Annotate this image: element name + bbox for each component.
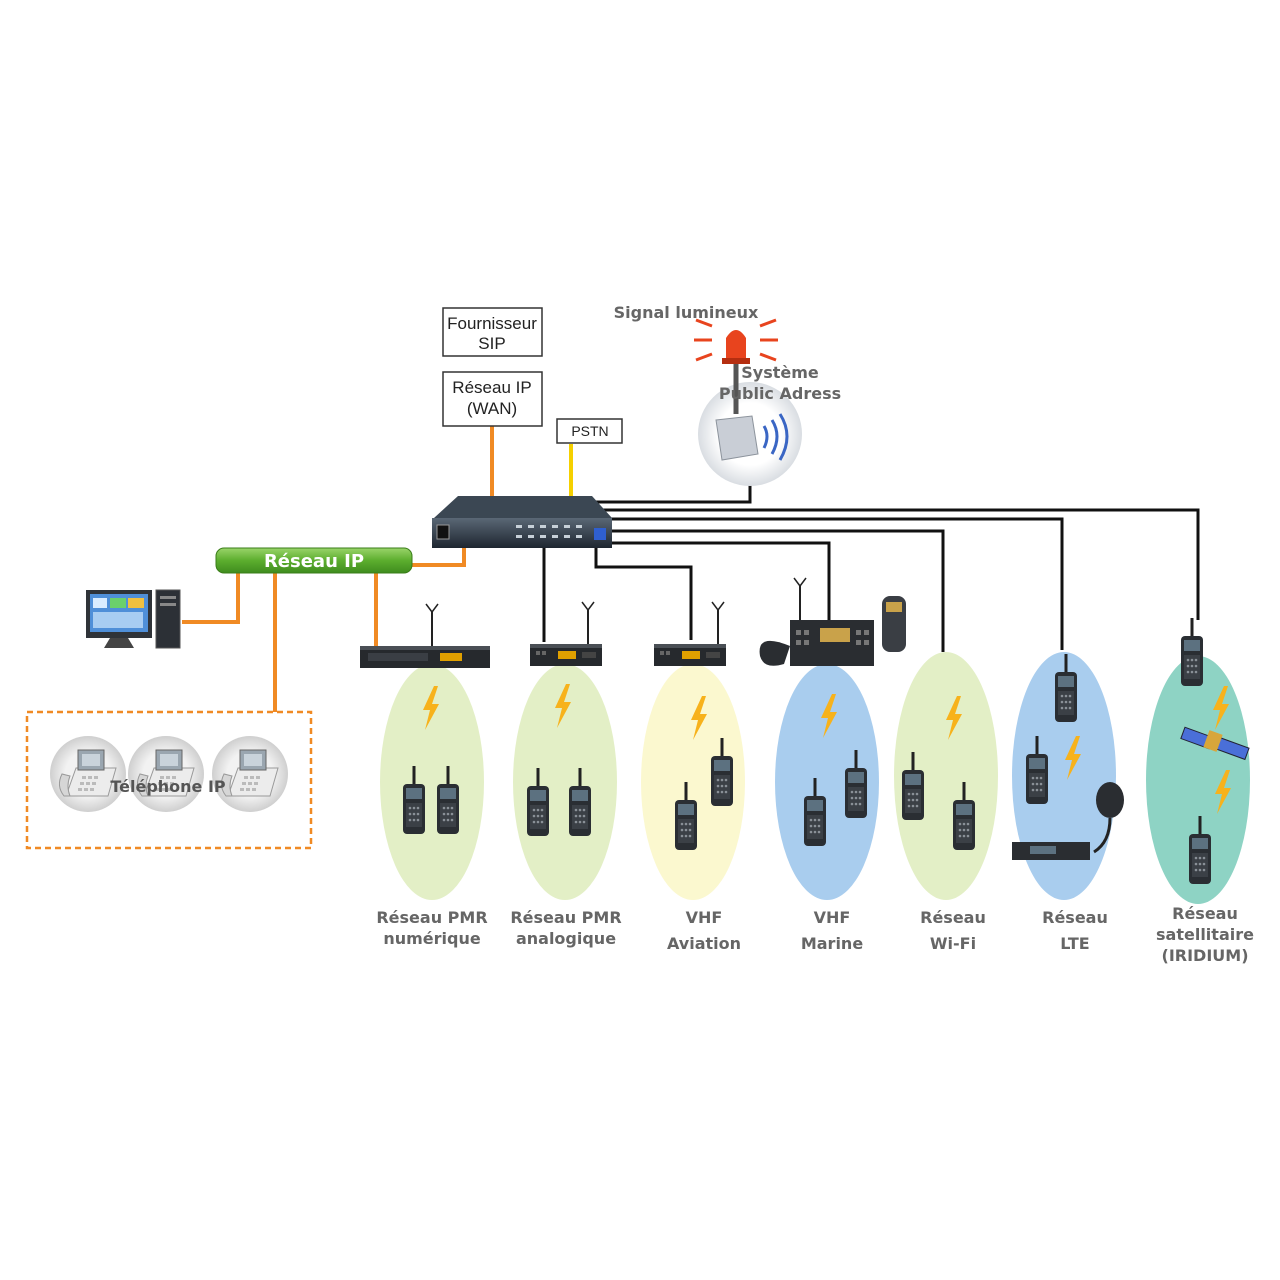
pstn-box-label: PSTN bbox=[571, 423, 608, 439]
wan-box: Réseau IP (WAN) bbox=[442, 371, 543, 427]
sip-box-line-2: SIP bbox=[478, 334, 505, 353]
zone-pmr-num bbox=[380, 664, 484, 900]
network-labels: Réseau PMR numérique Réseau PMR analogiq… bbox=[376, 904, 1254, 965]
label-lte-1: Réseau bbox=[1042, 908, 1108, 927]
pa-label-line-2: Public Adress bbox=[719, 384, 841, 403]
gateway-to-aviation-link bbox=[594, 548, 693, 640]
label-marine-1: VHF bbox=[814, 908, 851, 927]
ip-phone-label: Téléphone IP bbox=[110, 777, 226, 796]
label-wifi-2: Wi-Fi bbox=[930, 934, 976, 953]
dispatch-pc-icon bbox=[86, 589, 181, 649]
zone-marine bbox=[775, 664, 879, 900]
pa-speaker-icon bbox=[698, 382, 802, 486]
zone-aviation bbox=[641, 664, 745, 900]
label-pmr-num-1: Réseau PMR bbox=[376, 908, 487, 927]
ip-network-label: Réseau IP bbox=[264, 551, 364, 572]
pa-label-line-1: Système bbox=[741, 363, 819, 382]
label-wifi-1: Réseau bbox=[920, 908, 986, 927]
gateway-to-ip-link bbox=[410, 546, 466, 567]
label-sat-2: satellitaire bbox=[1156, 925, 1254, 944]
ip-links bbox=[182, 426, 494, 712]
gateway-device-icon bbox=[432, 496, 612, 548]
wan-box-line-2: (WAN) bbox=[467, 399, 517, 418]
label-marine-2: Marine bbox=[801, 934, 863, 953]
ip-phone-group-box bbox=[25, 710, 313, 850]
ip-phone-icon bbox=[49, 735, 289, 813]
gateway-to-wifi-link bbox=[604, 529, 945, 652]
pstn-box: PSTN bbox=[556, 418, 623, 444]
signal-label: Signal lumineux bbox=[614, 303, 759, 322]
label-aviation-1: VHF bbox=[686, 908, 723, 927]
gateway-to-lte-link bbox=[598, 517, 1064, 650]
label-sat-3: (IRIDIUM) bbox=[1162, 946, 1249, 965]
zone-lte bbox=[1012, 652, 1116, 900]
sip-box-line-1: Fournisseur bbox=[447, 314, 537, 333]
gateway-to-sat-link bbox=[590, 508, 1200, 620]
ip-to-pc-link bbox=[182, 572, 240, 624]
label-lte-2: LTE bbox=[1060, 934, 1089, 953]
radio-links bbox=[542, 476, 1200, 652]
zone-pmr-ana bbox=[513, 664, 617, 900]
repeater-icon bbox=[360, 577, 906, 668]
gateway-to-pa-link bbox=[582, 476, 752, 504]
wan-box-line-1: Réseau IP bbox=[452, 378, 531, 397]
label-pmr-num-2: numérique bbox=[383, 929, 481, 948]
label-pmr-ana-2: analogique bbox=[516, 929, 616, 948]
label-aviation-2: Aviation bbox=[667, 934, 741, 953]
satellite-icon bbox=[1180, 726, 1250, 761]
handheld-radio-icon bbox=[403, 618, 1211, 884]
sip-provider-box: Fournisseur SIP bbox=[442, 307, 543, 357]
ip-network-bar: Réseau IP bbox=[215, 547, 413, 574]
label-sat-1: Réseau bbox=[1172, 904, 1238, 923]
beacon-light-icon bbox=[694, 318, 778, 364]
zone-sat bbox=[1146, 656, 1250, 904]
gateway-to-marine-link bbox=[610, 541, 831, 620]
label-pmr-ana-1: Réseau PMR bbox=[510, 908, 621, 927]
